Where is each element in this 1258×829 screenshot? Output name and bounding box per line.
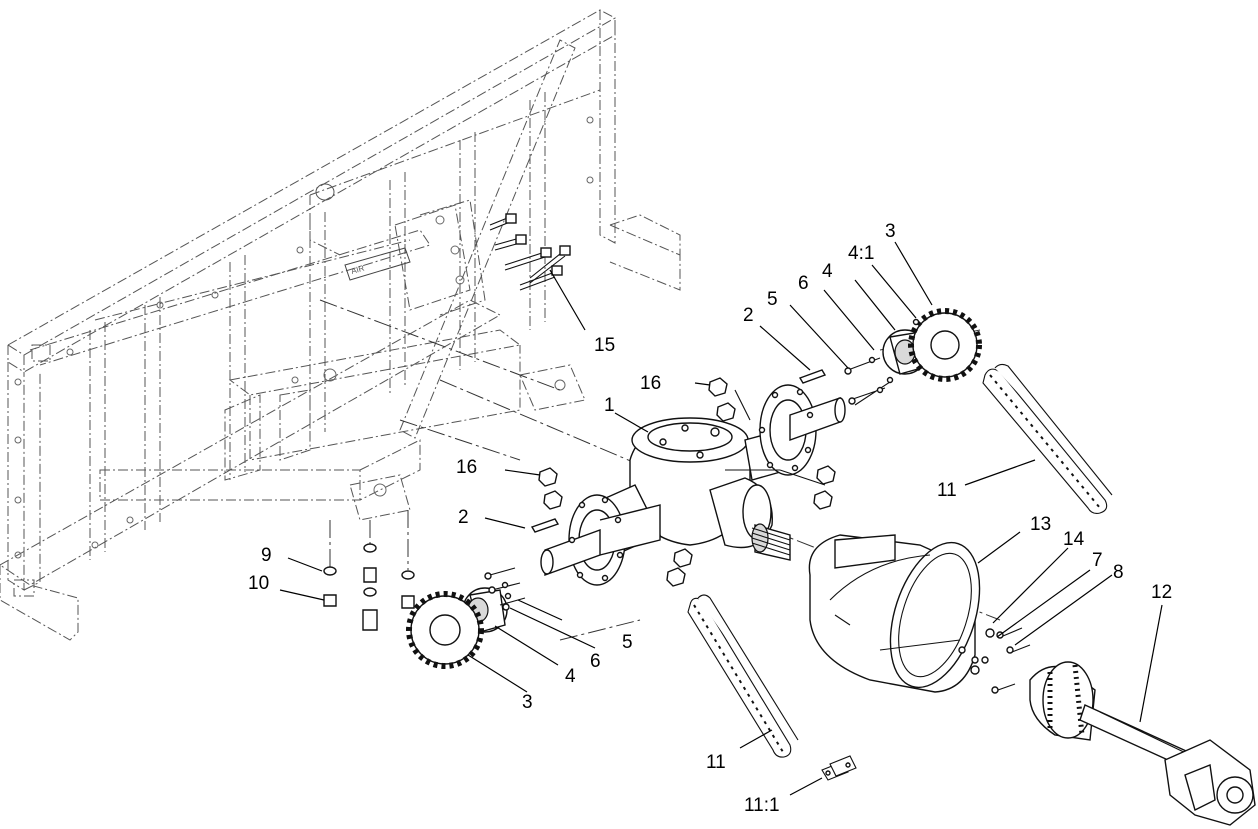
callout-9: 9 — [261, 545, 272, 566]
callout-1: 1 — [604, 395, 615, 416]
callout-7: 7 — [1092, 550, 1103, 571]
right-sprocket — [908, 308, 982, 382]
gearbox — [538, 377, 846, 587]
callout-6-bottom: 6 — [590, 651, 601, 672]
callout-6-top: 6 — [798, 273, 809, 294]
frame-phantom: AIR — [0, 9, 681, 641]
left-sprocket — [406, 591, 484, 669]
callout-5-top: 5 — [767, 289, 778, 310]
mounting-bolts — [489, 213, 571, 291]
callout-12: 12 — [1151, 582, 1172, 603]
callout-11-right: 11 — [937, 480, 957, 501]
callout-14: 14 — [1063, 529, 1085, 550]
callout-8: 8 — [1113, 562, 1124, 583]
callout-4-top: 4 — [822, 261, 833, 282]
callout-16-top: 16 — [640, 373, 661, 394]
lower-mount-hardware — [323, 543, 415, 631]
connecting-link — [821, 755, 857, 781]
frame-decal: AIR — [344, 247, 411, 281]
callout-2-top: 2 — [743, 305, 754, 326]
leader-lines — [279, 241, 1163, 796]
callout-11-bottom: 11 — [706, 752, 726, 773]
callout-4-1: 4:1 — [848, 243, 874, 264]
callout-2-left: 2 — [458, 507, 469, 528]
callout-5-bottom: 5 — [622, 632, 633, 653]
callout-11-1: 11:1 — [744, 795, 780, 816]
chain-left — [687, 594, 799, 758]
callout-16-left: 16 — [456, 457, 477, 478]
callout-3-bottom: 3 — [522, 692, 533, 713]
driveline — [1029, 661, 1256, 826]
shield-cone — [808, 534, 981, 693]
callout-15: 15 — [594, 335, 615, 356]
right-sprocket-assembly — [844, 308, 982, 406]
chain-right — [982, 363, 1113, 514]
callout-labels: 1 2 2 3 3 4 4 4:1 5 5 6 6 7 8 9 10 11 11… — [248, 221, 1172, 816]
callout-13: 13 — [1030, 514, 1051, 535]
callout-3-top: 3 — [885, 221, 896, 242]
callout-4-bottom: 4 — [565, 666, 576, 687]
decal-text: AIR — [350, 264, 366, 276]
callout-10: 10 — [248, 573, 269, 594]
flange-nuts — [538, 377, 836, 587]
left-sprocket-assembly — [406, 567, 526, 669]
shaft-keys — [530, 369, 827, 533]
